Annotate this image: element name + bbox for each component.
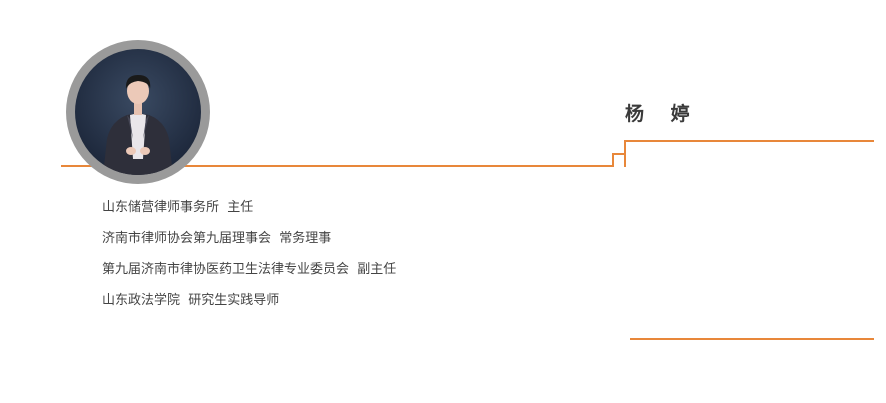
role-item: 山东储营律师事务所 主任 <box>102 200 254 215</box>
divider-step-vertical-1 <box>612 153 614 167</box>
divider-line-top <box>624 140 874 142</box>
role-item: 第九届济南市律协医药卫生法律专业委员会 副主任 <box>102 262 397 277</box>
divider-step-vertical-2 <box>624 140 626 167</box>
person-portrait-icon <box>75 49 201 175</box>
person-name: 杨 婷 <box>625 103 700 125</box>
divider-line-main <box>61 165 613 167</box>
divider-line-bottom <box>630 338 874 340</box>
avatar <box>66 40 210 184</box>
role-item: 山东政法学院 研究生实践导师 <box>102 293 280 308</box>
role-item: 济南市律师协会第九届理事会 常务理事 <box>102 231 332 246</box>
role-list: 山东储营律师事务所 主任 济南市律师协会第九届理事会 常务理事 第九届济南市律协… <box>102 199 396 323</box>
divider-step-horizontal <box>612 153 625 155</box>
